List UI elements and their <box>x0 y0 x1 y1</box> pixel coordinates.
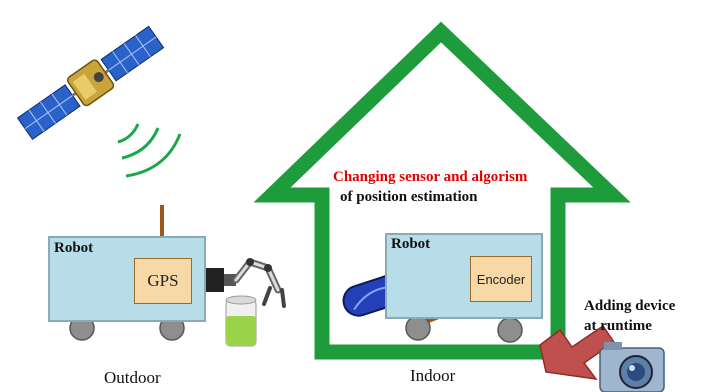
changing-sensor-note: Changing sensor and algorism <box>333 169 528 185</box>
adding-device-line2: at runtime <box>584 318 652 334</box>
robot-arm-icon <box>206 258 286 308</box>
outdoor-caption: Outdoor <box>104 368 161 387</box>
position-estimation-note: of position estimation <box>340 189 478 205</box>
signal-waves-icon <box>117 123 182 178</box>
outdoor-robot-label: Robot <box>54 240 94 256</box>
gps-sensor-box: GPS <box>134 258 192 304</box>
gps-sensor-label: GPS <box>147 271 179 290</box>
indoor-wheel-right <box>497 317 523 343</box>
encoder-sensor-box: Encoder <box>470 256 532 302</box>
house-outline <box>253 21 631 360</box>
adding-device-line1: Adding device <box>584 298 676 314</box>
indoor-caption: Indoor <box>410 366 456 385</box>
indoor-wheel-left <box>405 315 431 341</box>
encoder-sensor-label: Encoder <box>476 271 526 287</box>
camera-icon <box>599 342 665 392</box>
satellite-icon <box>16 25 165 141</box>
indoor-robot-label: Robot <box>391 236 431 252</box>
battery-icon <box>225 295 257 347</box>
